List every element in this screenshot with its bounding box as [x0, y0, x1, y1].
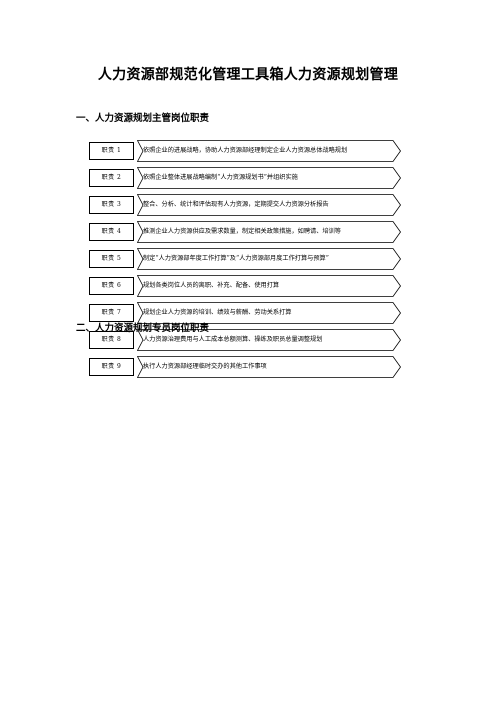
- duty-text: 规划企业人力资源的培训、绩效与薪酬、劳动关系打算: [143, 309, 292, 316]
- duty-row: 职责 2 依照企业整体进展战略编制“人力资源规划书”并组织实施: [89, 166, 409, 193]
- duty-badge: 职责 6: [89, 277, 134, 295]
- duty-badge: 职责 3: [89, 196, 134, 214]
- arrow-shape-icon: [137, 329, 401, 351]
- duty-arrow-box: [137, 248, 401, 270]
- duty-text: 整合、分析、统计和评估现有人力资源，定期提交人力资源分析报告: [143, 201, 329, 208]
- duty-badge: 职责 7: [89, 304, 134, 322]
- duty-arrow-box: [137, 194, 401, 216]
- duty-arrow-box: [137, 329, 401, 351]
- document-title: 人力资源部规范化管理工具箱人力资源规划管理: [97, 67, 399, 83]
- duty-text: 制定“人力资源部年度工作打算”及“人力资源部月度工作打算与预算”: [143, 255, 329, 262]
- duty-badge: 职责 5: [89, 250, 134, 268]
- section-heading-supervisor: 一、人力资源规划主管岗位职责: [76, 113, 210, 124]
- duty-row: 职责 8 人力资源治理费用与人工成本总额测算、操练及职员总量调整规划: [89, 328, 409, 355]
- duty-badge: 职责 9: [89, 358, 134, 376]
- duties-list: 职责 1 依照企业的进展战略，协助人力资源部经理制定企业人力资源总体战略规划 职…: [89, 139, 409, 382]
- duty-badge: 职责 8: [89, 331, 134, 349]
- duty-text: 执行人力资源部经理临时交办的其他工作事项: [143, 363, 267, 370]
- duty-arrow-box: [137, 140, 401, 162]
- duty-text: 推测企业人力资源供应及需求数量，制定相关政策措施，如聘请、培训等: [143, 228, 341, 235]
- duty-row: 职责 1 依照企业的进展战略，协助人力资源部经理制定企业人力资源总体战略规划: [89, 139, 409, 166]
- duty-row: 职责 3 整合、分析、统计和评估现有人力资源，定期提交人力资源分析报告: [89, 193, 409, 220]
- duty-arrow-box: [137, 302, 401, 324]
- duty-row: 职责 6 规划各类岗位人员的离职、补充、配备、使用打算: [89, 274, 409, 301]
- duty-text: 人力资源治理费用与人工成本总额测算、操练及职员总量调整规划: [143, 336, 323, 343]
- arrow-shape-icon: [137, 194, 401, 216]
- duty-arrow-box: [137, 356, 401, 378]
- duty-text: 依照企业整体进展战略编制“人力资源规划书”并组织实施: [143, 174, 298, 181]
- duty-row: 职责 7 规划企业人力资源的培训、绩效与薪酬、劳动关系打算: [89, 301, 409, 328]
- duty-arrow-box: [137, 221, 401, 243]
- duty-row: 职责 4 推测企业人力资源供应及需求数量，制定相关政策措施，如聘请、培训等: [89, 220, 409, 247]
- duty-badge: 职责 1: [89, 142, 134, 160]
- arrow-shape-icon: [137, 302, 401, 324]
- duty-badge: 职责 4: [89, 223, 134, 241]
- arrow-shape-icon: [137, 221, 401, 243]
- duty-text: 规划各类岗位人员的离职、补充、配备、使用打算: [143, 282, 280, 289]
- duty-row: 职责 5 制定“人力资源部年度工作打算”及“人力资源部月度工作打算与预算”: [89, 247, 409, 274]
- arrow-shape-icon: [137, 140, 401, 162]
- duty-text: 依照企业的进展战略，协助人力资源部经理制定企业人力资源总体战略规划: [143, 147, 348, 154]
- duty-badge: 职责 2: [89, 169, 134, 187]
- arrow-shape-icon: [137, 248, 401, 270]
- arrow-shape-icon: [137, 275, 401, 297]
- section-heading-specialist: 二、人力资源规划专员岗位职责: [76, 323, 210, 334]
- duty-row: 职责 9 执行人力资源部经理临时交办的其他工作事项: [89, 355, 409, 382]
- arrow-shape-icon: [137, 167, 401, 189]
- duty-arrow-box: [137, 275, 401, 297]
- arrow-shape-icon: [137, 356, 401, 378]
- duty-arrow-box: [137, 167, 401, 189]
